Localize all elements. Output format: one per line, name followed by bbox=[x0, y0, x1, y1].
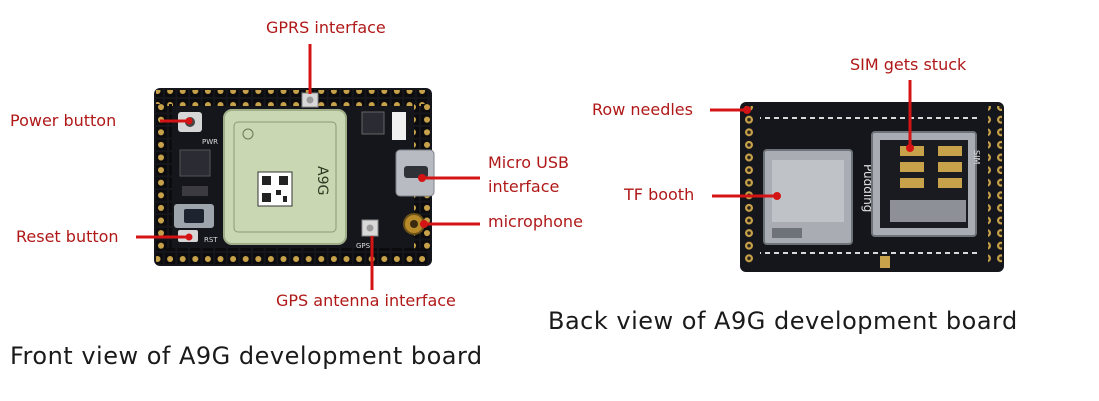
label-power-button: Power button bbox=[10, 111, 117, 130]
front-pointers bbox=[136, 44, 480, 290]
front-chip-left bbox=[179, 149, 211, 177]
back-pointers bbox=[710, 80, 914, 200]
front-top-header bbox=[156, 90, 430, 106]
module-label: A9G bbox=[314, 166, 330, 195]
silk-pwr: PWR bbox=[202, 138, 218, 146]
front-chip-right bbox=[361, 111, 385, 135]
caption-back-view: Back view of A9G development board bbox=[548, 307, 1018, 335]
silk-sim: SIM bbox=[972, 150, 981, 164]
label-gprs-interface: GPRS interface bbox=[266, 18, 386, 37]
caption-front-view: Front view of A9G development board bbox=[10, 342, 483, 370]
label-micro-usb-line1: Micro USB bbox=[488, 153, 569, 172]
back-board: Pudding SIM bbox=[740, 102, 1004, 272]
label-microphone: microphone bbox=[488, 212, 583, 231]
label-sim-gets-stuck: SIM gets stuck bbox=[850, 55, 967, 74]
front-board: A9G PWR RST GPS bbox=[154, 88, 435, 266]
back-left-pads bbox=[742, 106, 756, 266]
label-reset-button: Reset button bbox=[16, 227, 119, 246]
silk-rst: RST bbox=[204, 236, 218, 244]
bat-connector bbox=[392, 112, 406, 140]
back-right-pads bbox=[988, 106, 1002, 266]
label-row-needles: Row needles bbox=[592, 100, 693, 119]
label-micro-usb-line2: interface bbox=[488, 177, 560, 196]
front-left-header bbox=[156, 104, 172, 250]
label-tf-booth: TF booth bbox=[624, 185, 695, 204]
label-gps-antenna-interface: GPS antenna interface bbox=[276, 291, 456, 310]
silk-gps: GPS bbox=[356, 242, 371, 250]
front-bottom-header bbox=[156, 248, 430, 264]
